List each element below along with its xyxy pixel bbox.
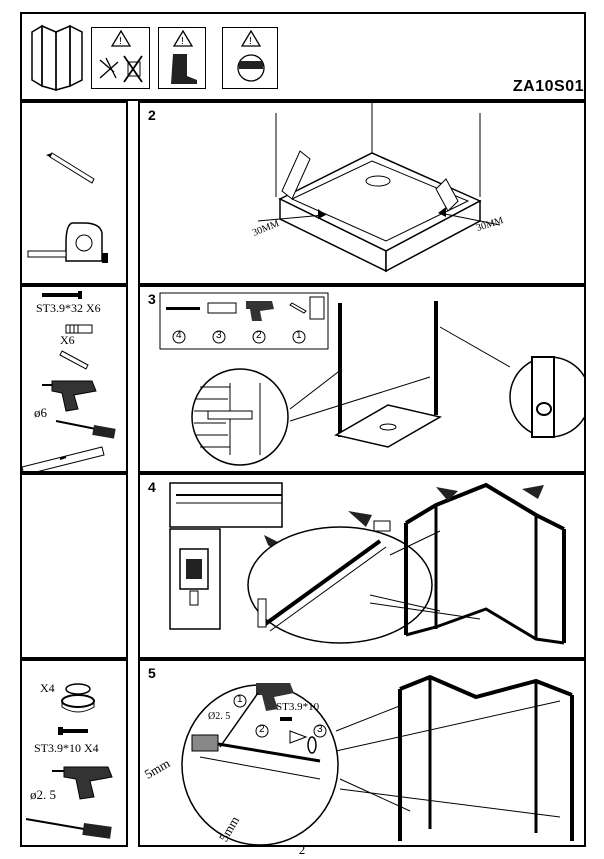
screw-label: ST3.9*10 X4 — [34, 741, 99, 755]
drill-bit-label: ø6 — [34, 405, 47, 420]
step-number: 5 — [148, 665, 156, 681]
pencil-icon — [281, 150, 311, 200]
header-frame — [20, 12, 586, 101]
level-icon — [22, 446, 105, 471]
roller-detail — [169, 528, 221, 630]
wall-plug-icon — [65, 324, 93, 334]
plug-label: X6 — [60, 333, 75, 347]
safety-goggles-warning-icon: ! — [222, 27, 278, 89]
sequence-number: 1 — [237, 694, 243, 705]
shower-tray-drawing — [278, 152, 482, 273]
top-rail-detail — [169, 482, 283, 528]
magnified-rail-detail — [247, 520, 433, 644]
drill-icon — [52, 766, 113, 800]
pencil-icon — [435, 178, 459, 212]
sequence-number: 3 — [216, 330, 222, 341]
screw-icon — [42, 291, 82, 299]
svg-text:!: ! — [119, 36, 122, 47]
brick-wall-detail — [191, 368, 289, 466]
no-electric-tools-warning-icon: ! — [91, 27, 150, 89]
sequence-number: 2 — [259, 724, 265, 735]
step3-panel: 3 — [138, 285, 586, 473]
enclosure-drawing — [398, 674, 574, 841]
tape-measure-icon — [27, 222, 108, 263]
pencil-icon — [46, 152, 95, 184]
enclosure-drawing — [404, 482, 566, 645]
frame-drawing — [333, 301, 443, 448]
step5-panel: 5 1 2 3 Ø2. 5 ST3.9*10 — [138, 659, 586, 847]
safety-boots-warning-icon: ! — [158, 27, 206, 89]
step-number: 4 — [148, 479, 156, 495]
page-number: 2 — [298, 842, 306, 857]
pencil-icon — [59, 350, 89, 370]
ring-label: X4 — [40, 681, 55, 695]
step4-panel: 4 — [138, 473, 586, 659]
svg-text:!: ! — [181, 36, 184, 47]
svg-text:!: ! — [249, 36, 252, 47]
drill-icon — [42, 380, 97, 412]
step-number: 3 — [148, 291, 156, 307]
wall-magnify-detail — [509, 356, 584, 438]
drill-size-label: Ø2. 5 — [208, 711, 231, 722]
drill-bit-label: ø2. 5 — [30, 787, 56, 802]
screw-size-label: ST3.9*10 — [276, 701, 320, 713]
tools-cell-step4 — [20, 473, 128, 659]
sequence-number: 2 — [256, 330, 262, 341]
screwdriver-icon — [25, 818, 112, 839]
screw-label: ST3.9*32 X6 — [36, 301, 101, 315]
screw-icon — [58, 727, 88, 735]
step2-panel: 2 30MM 30MM — [138, 101, 586, 285]
tools-cell-step5: X4 ST3.9*10 X4 ø2. 5 — [20, 659, 128, 847]
sequence-number: 4 — [176, 330, 182, 341]
tools-cell-step2 — [20, 101, 128, 285]
tools-cell-step3: ST3.9*32 X6 X6 ø6 — [20, 285, 128, 473]
model-code: ZA10S01 — [512, 78, 584, 95]
ring-icon — [61, 683, 95, 713]
sequence-number: 1 — [296, 330, 302, 341]
screwdriver-icon — [55, 420, 116, 439]
step-number: 2 — [148, 107, 156, 123]
sequence-box — [159, 292, 329, 350]
magnified-fixing-detail — [181, 683, 339, 845]
sequence-number: 3 — [317, 724, 323, 735]
shower-enclosure-icon — [31, 24, 83, 91]
